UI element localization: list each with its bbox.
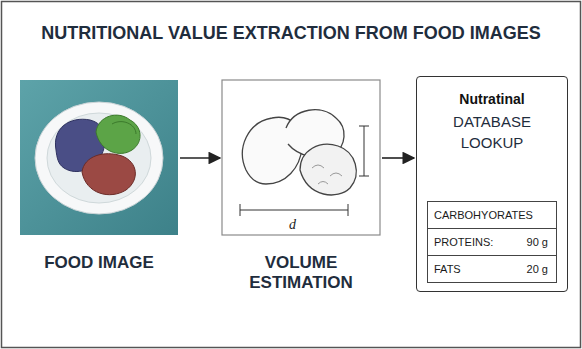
flow-arrow xyxy=(180,157,220,159)
table-cell: CARBOHYORATES xyxy=(434,209,533,221)
estimation-box: VOLUME ESTIMATION xyxy=(222,80,380,235)
food-outline xyxy=(300,144,356,195)
leaf-vein xyxy=(112,122,136,134)
table-row: CARBOHYORATES xyxy=(427,201,557,229)
image-ground xyxy=(20,80,178,235)
step-label: FOOD IMAGE xyxy=(24,253,174,273)
food-red xyxy=(82,154,135,195)
table-value: 90 g xyxy=(527,236,548,248)
table-row: PROTEINS: 90 g xyxy=(427,228,557,256)
box-subheading: DATABASE LOOKUP xyxy=(443,111,541,153)
dimension-tick xyxy=(240,204,241,216)
dimension-line xyxy=(240,210,348,211)
dimension-label: d xyxy=(287,217,298,232)
box-heading: Nutratinal xyxy=(423,91,561,107)
dimension-line xyxy=(364,126,365,176)
table-value: 20 g xyxy=(527,263,548,275)
dimension-tick xyxy=(348,204,349,216)
diagram-title: NUTRITIONAL VALUE EXTRACTION FROM FOOD I… xyxy=(40,20,542,47)
database-box: CARBOHYORATES PROTEINS: 90 g FATS 20 g Nutrat… xyxy=(416,76,568,292)
table-cell: PROTEINS: xyxy=(434,236,493,248)
table-row: FATS 20 g xyxy=(427,255,557,283)
dimension-tick xyxy=(359,176,369,177)
plate-inner xyxy=(47,113,151,203)
flow-arrow xyxy=(382,157,414,159)
table-cell: FATS xyxy=(434,263,461,275)
texture xyxy=(312,165,342,184)
step-label: VOLUME ESTIMATION xyxy=(226,253,376,293)
dimension-tick xyxy=(359,126,369,127)
food-green xyxy=(96,115,140,153)
image-box: FOOD IMAGE xyxy=(20,80,178,235)
plate xyxy=(35,102,163,214)
volume-frame xyxy=(222,80,380,235)
